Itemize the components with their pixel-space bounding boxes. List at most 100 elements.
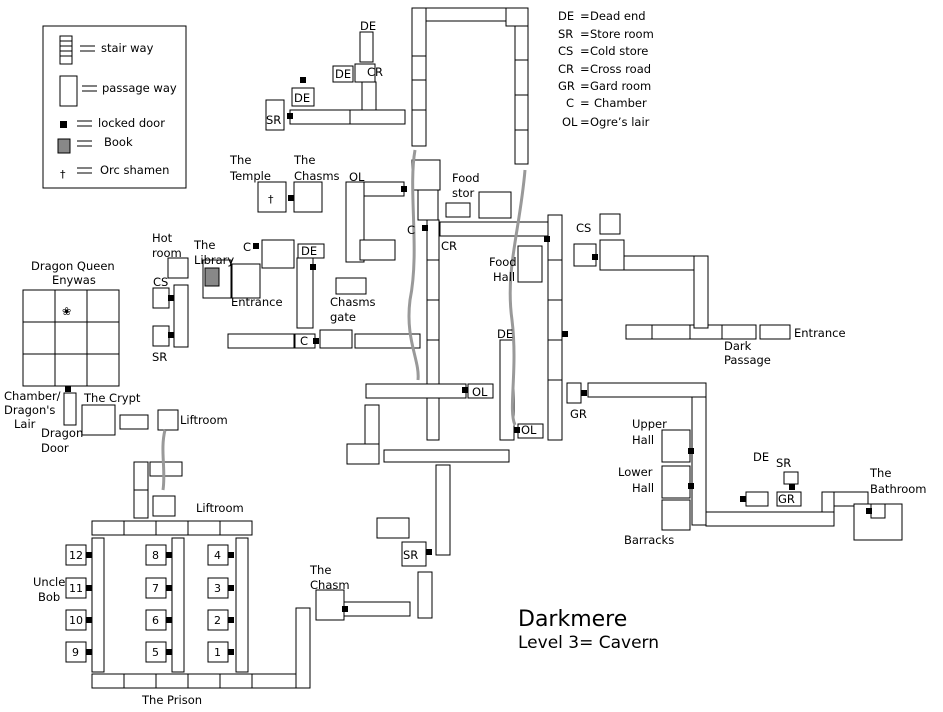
svg-text:Cold store: Cold store (590, 44, 648, 58)
south-corridors (295, 464, 451, 689)
svg-text:3: 3 (214, 582, 221, 595)
svg-text:=: = (580, 115, 590, 129)
svg-text:Dead end: Dead end (590, 9, 646, 23)
svg-text:Liftroom: Liftroom (180, 413, 228, 427)
svg-text:OL: OL (562, 115, 578, 129)
svg-text:Uncle: Uncle (33, 575, 65, 589)
svg-text:=: = (580, 79, 590, 93)
svg-text:GR: GR (778, 492, 795, 506)
svg-text:CR: CR (441, 239, 457, 253)
svg-text:Lower: Lower (618, 465, 653, 479)
svg-text:Gard room: Gard room (590, 79, 651, 93)
svg-text:=: = (580, 62, 590, 76)
svg-text:Library: Library (194, 253, 234, 267)
chasm-paths (161, 149, 527, 491)
svg-text:C: C (243, 240, 251, 254)
dragon-queen-room: ❀ (22, 289, 179, 436)
svg-text:Dragon: Dragon (41, 426, 83, 440)
svg-text:†: † (268, 193, 274, 206)
svg-text:Door: Door (41, 441, 69, 455)
svg-text:DE: DE (335, 67, 351, 81)
map-labels: DE DE CR DE SR The Temple The Chasms OL … (4, 19, 926, 707)
svg-text:Chasm: Chasm (310, 578, 350, 592)
hall-area (566, 382, 903, 541)
svg-text:10: 10 (69, 614, 83, 627)
legend-locked: locked door (98, 116, 165, 130)
svg-text:Hot: Hot (152, 231, 173, 245)
svg-text:CR: CR (558, 62, 574, 76)
svg-text:Entrance: Entrance (231, 295, 283, 309)
svg-text:=: = (580, 27, 590, 41)
svg-text:Dragon Queen: Dragon Queen (31, 259, 115, 273)
svg-text:Passage: Passage (724, 353, 771, 367)
svg-text:DE: DE (558, 9, 574, 23)
svg-text:OL: OL (472, 385, 488, 399)
svg-text:4: 4 (214, 549, 221, 562)
svg-text:The: The (309, 563, 331, 577)
svg-text:C: C (566, 96, 574, 110)
svg-text:stor: stor (452, 186, 475, 200)
legend-orc: Orc shamen (100, 163, 169, 177)
svg-text:DE: DE (497, 327, 513, 341)
svg-text:Hall: Hall (493, 270, 515, 284)
svg-text:OL: OL (349, 170, 365, 184)
svg-text:DE: DE (360, 19, 376, 33)
svg-text:The: The (869, 466, 891, 480)
svg-text:CS: CS (576, 221, 591, 235)
svg-text:Liftroom: Liftroom (196, 501, 244, 515)
svg-text:SR: SR (403, 548, 418, 562)
svg-text:12: 12 (69, 549, 83, 562)
svg-text:Chasms: Chasms (294, 169, 340, 183)
legend-passage: passage way (102, 81, 177, 95)
svg-text:Dark: Dark (724, 339, 752, 353)
svg-text:6: 6 (152, 614, 159, 627)
svg-text:Lair: Lair (14, 417, 36, 431)
svg-text:The: The (193, 238, 215, 252)
legend-box: stair way passage way locked door Book †… (42, 25, 187, 189)
svg-text:=: = (580, 9, 590, 23)
svg-text:Temple: Temple (229, 169, 271, 183)
svg-text:=: = (580, 44, 590, 58)
svg-text:Hall: Hall (632, 433, 654, 447)
svg-text:=: = (580, 96, 590, 110)
svg-text:gate: gate (330, 310, 356, 324)
svg-text:DE: DE (294, 91, 310, 105)
svg-text:The Crypt: The Crypt (83, 391, 141, 405)
svg-text:SR: SR (776, 456, 791, 470)
svg-text:5: 5 (152, 646, 159, 659)
svg-text:OL: OL (521, 423, 537, 437)
legend-stair: stair way (101, 41, 154, 55)
svg-text:SR: SR (558, 27, 573, 41)
svg-text:Cross road: Cross road (590, 62, 651, 76)
svg-text:Entrance: Entrance (794, 326, 846, 340)
book-icon (57, 138, 71, 154)
map-level: Level 3= Cavern (518, 633, 659, 653)
svg-text:GR: GR (570, 407, 587, 421)
prison (65, 461, 297, 689)
svg-text:Chamber: Chamber (594, 96, 647, 110)
svg-text:Bathroom: Bathroom (870, 482, 926, 496)
svg-text:GR: GR (558, 79, 575, 93)
svg-text:Bob: Bob (38, 590, 60, 604)
svg-text:Ogre’s lair: Ogre’s lair (590, 115, 650, 129)
legend-book: Book (104, 135, 133, 149)
svg-text:CR: CR (367, 65, 383, 79)
svg-text:The: The (293, 153, 315, 167)
svg-text:11: 11 (69, 582, 83, 595)
svg-text:room: room (152, 246, 182, 260)
book-icon (204, 267, 220, 287)
svg-text:C: C (407, 223, 415, 237)
svg-text:DE: DE (753, 450, 769, 464)
svg-text:9: 9 (72, 646, 79, 659)
svg-text:SR: SR (266, 113, 281, 127)
svg-text:Food: Food (489, 255, 517, 269)
svg-text:Upper: Upper (632, 417, 667, 431)
svg-text:CS: CS (558, 44, 573, 58)
svg-text:C: C (300, 334, 308, 348)
orc-icon: † (60, 168, 66, 181)
svg-text:Store room: Store room (590, 27, 654, 41)
svg-text:Hall: Hall (632, 481, 654, 495)
svg-text:Chamber/: Chamber/ (4, 389, 61, 403)
